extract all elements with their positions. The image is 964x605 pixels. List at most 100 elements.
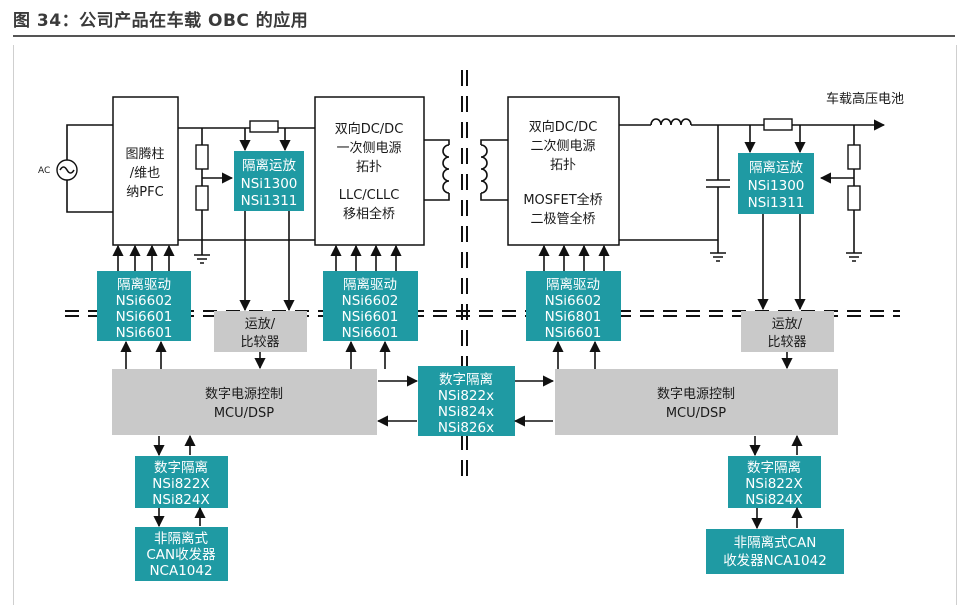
- can-transceiver-left-label: 非隔离式 CAN收发器 NCA1042: [146, 530, 216, 579]
- isolated-driver-2-label: 隔离驱动 NSi6602 NSi6601 NSi6601: [342, 276, 399, 341]
- digital-isolator-left: [135, 456, 228, 508]
- svg-text:运放/: 运放/: [772, 317, 803, 332]
- svg-text:数字隔离: 数字隔离: [439, 371, 493, 388]
- digital-isolator-right: [728, 456, 821, 508]
- svg-text:NSi6602: NSi6602: [116, 293, 173, 309]
- svg-text:NSi6601: NSi6601: [342, 325, 399, 341]
- svg-text:数字电源控制: 数字电源控制: [657, 387, 735, 402]
- digital-isolator-middle: [418, 366, 515, 436]
- pfc-block: [112, 96, 179, 246]
- svg-text:NSi1311: NSi1311: [241, 193, 298, 209]
- can-transceiver-left: [135, 527, 228, 581]
- svg-text:数字电源控制: 数字电源控制: [205, 387, 283, 402]
- svg-text:双向DC/DC: 双向DC/DC: [335, 121, 404, 137]
- svg-text:图腾柱: 图腾柱: [125, 146, 164, 162]
- svg-text:NSi1300: NSi1300: [241, 176, 298, 192]
- comparator-left-label: 运放/ 比较器: [240, 317, 279, 350]
- output-inductor: [650, 118, 692, 126]
- isolated-opamp-right: [738, 153, 814, 214]
- sense-resistor-1: [195, 144, 209, 170]
- ac-label: AC: [38, 166, 50, 176]
- mcu-dsp-right: [555, 369, 838, 435]
- can-transceiver-right: [706, 529, 844, 574]
- svg-text:比较器: 比较器: [240, 335, 279, 350]
- ground-symbol: [710, 252, 726, 262]
- svg-text:一次侧电源: 一次侧电源: [336, 140, 401, 156]
- svg-text:NSi6602: NSi6602: [342, 293, 399, 309]
- shunt-resistor-right: [763, 118, 793, 131]
- svg-text:NSi6601: NSi6601: [116, 309, 173, 325]
- isolated-driver-2: [323, 271, 418, 341]
- secondary-dcdc-label: 双向DC/DC 二次侧电源 拓扑 MOSFET全桥 二极管全桥: [523, 119, 602, 227]
- svg-text:双向DC/DC: 双向DC/DC: [529, 119, 598, 135]
- figure-frame: [13, 45, 957, 605]
- comparator-left: [214, 311, 307, 352]
- svg-text:NSi6601: NSi6601: [342, 309, 399, 325]
- sense-resistor-4: [847, 185, 861, 211]
- svg-text:NSi6602: NSi6602: [545, 293, 602, 309]
- svg-text:NSi1311: NSi1311: [748, 195, 805, 211]
- isolated-driver-3: [526, 271, 621, 341]
- svg-text:MOSFET全桥: MOSFET全桥: [523, 192, 602, 208]
- svg-text:数字隔离: 数字隔离: [154, 459, 208, 476]
- ground-symbol: [194, 254, 210, 264]
- svg-text:MCU/DSP: MCU/DSP: [666, 406, 726, 421]
- svg-text:拓扑: 拓扑: [550, 158, 576, 173]
- svg-text:NCA1042: NCA1042: [149, 563, 212, 579]
- digital-isolator-right-label: 数字隔离 NSi822X NSi824X: [745, 459, 802, 508]
- svg-text:NSi822x: NSi822x: [438, 388, 494, 404]
- obc-diagram: AC 图腾柱 /维也 纳PFC 隔离运放 NSi1300 NSi1311 双向D…: [38, 70, 904, 581]
- output-capacitor: [706, 179, 730, 188]
- svg-text:收发器NCA1042: 收发器NCA1042: [723, 553, 827, 569]
- battery-label: 车载高压电池: [826, 91, 904, 107]
- figure-title: 图 34：公司产品在车载 OBC 的应用: [13, 11, 309, 31]
- primary-dcdc-label: 双向DC/DC 一次侧电源 拓扑 LLC/CLLC 移相全桥: [335, 121, 404, 222]
- ground-symbol: [846, 252, 862, 262]
- mcu-dsp-left: [112, 369, 377, 435]
- comparator-right: [741, 311, 834, 352]
- sense-resistor-3: [847, 144, 861, 170]
- svg-text:NSi824X: NSi824X: [745, 492, 802, 508]
- svg-text:NSi826x: NSi826x: [438, 420, 494, 436]
- svg-text:纳PFC: 纳PFC: [126, 185, 163, 200]
- svg-text:非隔离式: 非隔离式: [154, 530, 208, 547]
- shunt-resistor-left: [249, 120, 279, 133]
- mcu-dsp-left-label: 数字电源控制 MCU/DSP: [205, 387, 283, 421]
- svg-text:隔离驱动: 隔离驱动: [117, 276, 171, 293]
- svg-text:隔离运放: 隔离运放: [242, 157, 296, 174]
- pfc-label: 图腾柱 /维也 纳PFC: [125, 146, 164, 200]
- ac-source: AC: [38, 159, 78, 181]
- comparator-right-label: 运放/ 比较器: [767, 317, 806, 350]
- mcu-dsp-right-label: 数字电源控制 MCU/DSP: [657, 387, 735, 421]
- svg-text:LLC/CLLC: LLC/CLLC: [339, 188, 400, 203]
- primary-dcdc-block: [314, 96, 425, 246]
- svg-text:移相全桥: 移相全桥: [343, 206, 395, 222]
- svg-text:隔离运放: 隔离运放: [749, 159, 803, 176]
- isolated-driver-3-label: 隔离驱动 NSi6602 NSi6801 NSi6601: [545, 276, 602, 341]
- svg-text:CAN收发器: CAN收发器: [146, 547, 216, 563]
- svg-text:NSi822X: NSi822X: [745, 476, 802, 492]
- can-transceiver-right-label: 非隔离式CAN 收发器NCA1042: [723, 534, 827, 569]
- isolated-driver-1: [97, 271, 191, 341]
- svg-text:隔离驱动: 隔离驱动: [546, 276, 600, 293]
- svg-text:NSi6801: NSi6801: [545, 309, 602, 325]
- sense-resistor-2: [195, 185, 209, 211]
- isolated-opamp-right-label: 隔离运放 NSi1300 NSi1311: [748, 159, 805, 211]
- isolated-driver-1-label: 隔离驱动 NSi6602 NSi6601 NSi6601: [116, 276, 173, 341]
- svg-text:NSi824X: NSi824X: [152, 492, 209, 508]
- svg-text:隔离驱动: 隔离驱动: [343, 276, 397, 293]
- svg-text:拓扑: 拓扑: [356, 160, 382, 175]
- svg-text:NSi6601: NSi6601: [545, 325, 602, 341]
- svg-text:比较器: 比较器: [767, 335, 806, 350]
- svg-text:NSi1300: NSi1300: [748, 178, 805, 194]
- svg-text:二次侧电源: 二次侧电源: [530, 138, 595, 154]
- svg-text:/维也: /维也: [130, 166, 160, 181]
- secondary-dcdc-block: [507, 96, 620, 246]
- svg-text:NSi824x: NSi824x: [438, 404, 494, 420]
- svg-text:数字隔离: 数字隔离: [747, 459, 801, 476]
- transformer: [424, 139, 508, 201]
- digital-isolator-middle-label: 数字隔离 NSi822x NSi824x NSi826x: [438, 371, 494, 436]
- title-rule: [13, 35, 955, 37]
- svg-text:NSi822X: NSi822X: [152, 476, 209, 492]
- svg-text:非隔离式CAN: 非隔离式CAN: [734, 534, 817, 551]
